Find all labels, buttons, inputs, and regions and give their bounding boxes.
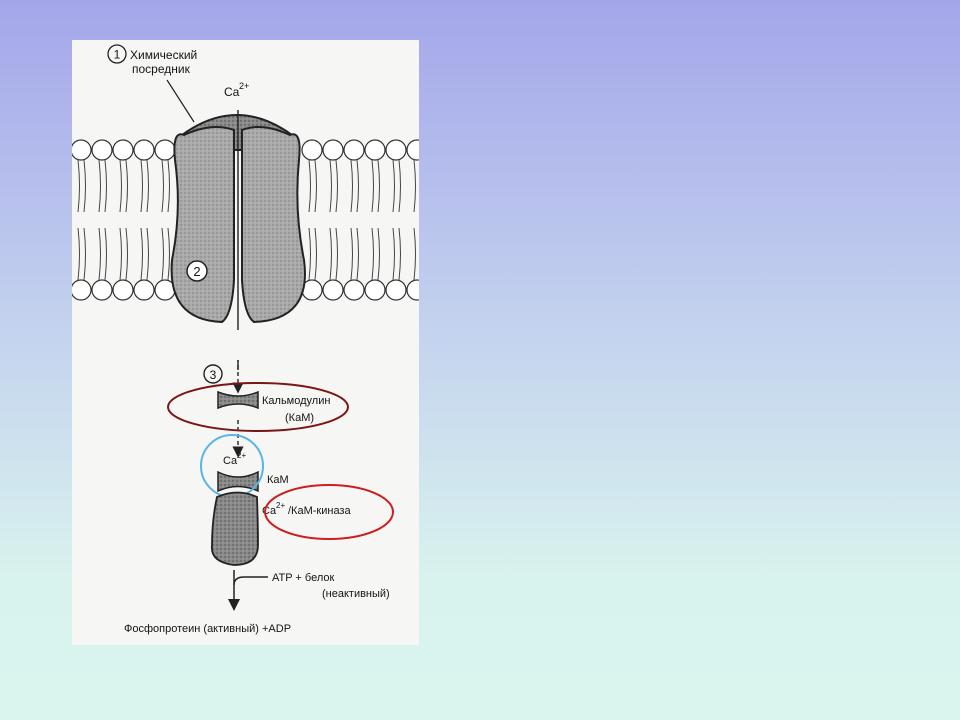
lipid-tail [392,159,395,213]
lipid-head [343,139,365,161]
lipid-head [406,279,419,301]
lipid-tail [356,159,359,213]
lipid-tail [146,159,149,213]
lipid-tail [140,227,143,281]
lipid-tail [125,159,128,213]
lipid-tail [350,159,353,213]
calmodulin-label-2: (КаМ) [285,412,314,424]
lipid-head [322,139,344,161]
lipid-tail [125,227,128,281]
lipid-tail [413,227,416,281]
lipid-tail [329,227,332,281]
lipid-tail [77,227,80,281]
lipid-tail [104,159,107,213]
lipid-tail [98,227,101,281]
chemical-messenger-label-1: Химический [130,48,197,62]
lipid-head [154,139,176,161]
lipid-tail [314,159,317,213]
lipid-tail [413,159,416,213]
lipid-tail [161,227,164,281]
callout-1-number: 1 [114,48,121,62]
lipid-tail [371,227,374,281]
callout-2-number: 2 [193,264,200,279]
lipid-tail [398,227,401,281]
lipid-heads [72,139,419,301]
product-label: Фосфопротеин (активный) +ADP [124,623,291,635]
lipid-head [301,139,323,161]
lipid-tail [377,159,380,213]
lipid-head [133,279,155,301]
lipid-head [343,279,365,301]
kinase-highlight-ellipse [264,484,394,540]
lipid-tail [308,159,311,213]
lipid-head [322,279,344,301]
lipid-tail [335,159,338,213]
lipid-tail [350,227,353,281]
lipid-tail [83,159,86,213]
calcium-signaling-figure: 1 Химический посредник Ca 2+ 2 3 [72,40,419,645]
lipid-head [133,139,155,161]
substrate-label-2: (неактивный) [322,588,390,600]
lipid-head [385,139,407,161]
chemical-messenger-label-2: посредник [132,62,191,76]
lipid-tail [335,227,338,281]
callout-3-number: 3 [210,368,217,382]
lipid-tail [104,227,107,281]
lipid-head [364,279,386,301]
diagram-svg: 1 Химический посредник Ca 2+ 2 3 [72,44,419,635]
lipid-head [385,279,407,301]
callout-3: 3 [203,364,223,384]
lipid-tail [371,159,374,213]
calcium-symbol: Ca [224,85,240,99]
kinase-charge: 2+ [276,501,285,510]
calcium-channel [170,114,306,324]
calcium-charge: 2+ [239,81,249,91]
lipid-head [72,279,92,301]
calmodulin: Кальмодулин (КаМ) [167,382,349,432]
lipid-tail [356,227,359,281]
lipid-head [112,279,134,301]
lipid-tail [314,227,317,281]
lipid-tail [167,159,170,213]
complex-cam-label: КаМ [267,474,289,486]
lipid-tail [119,159,122,213]
calcium-ion-label: Ca 2+ [224,81,249,99]
lipid-tail [167,227,170,281]
lipid-tail [377,227,380,281]
lipid-tail [119,227,122,281]
lipid-head [364,139,386,161]
phosphorylation-arrow [228,570,268,611]
lipid-tail [98,159,101,213]
panel-gap [72,330,419,360]
calcium-calmodulin-complex: Ca 2+ КаМ [200,434,289,498]
lipid-tail [161,159,164,213]
callout-1: 1 Химический посредник [107,44,197,123]
callout-2: 2 [186,260,208,282]
complex-ion-charge: 2+ [237,451,246,460]
lipid-tail [392,227,395,281]
lipid-head [72,139,92,161]
lipid-tail [146,227,149,281]
lipid-head [112,139,134,161]
lipid-head [91,139,113,161]
lipid-tail [83,227,86,281]
kinase-suffix: /КаМ-киназа [288,505,351,517]
calmodulin-label-1: Кальмодулин [262,395,330,407]
lipid-head [406,139,419,161]
substrate-label-1: ATP + белок [272,572,335,584]
lipid-tails [77,159,416,281]
calmodulin-highlight-ellipse [167,382,349,432]
lipid-tail [398,159,401,213]
lipid-tail [140,159,143,213]
cam-kinase: Ca 2+ /КаМ-киназа [211,484,394,566]
lipid-head [91,279,113,301]
lipid-tail [77,159,80,213]
lipid-tail [329,159,332,213]
lipid-tail [308,227,311,281]
complex-ion-symbol: Ca [223,455,238,467]
